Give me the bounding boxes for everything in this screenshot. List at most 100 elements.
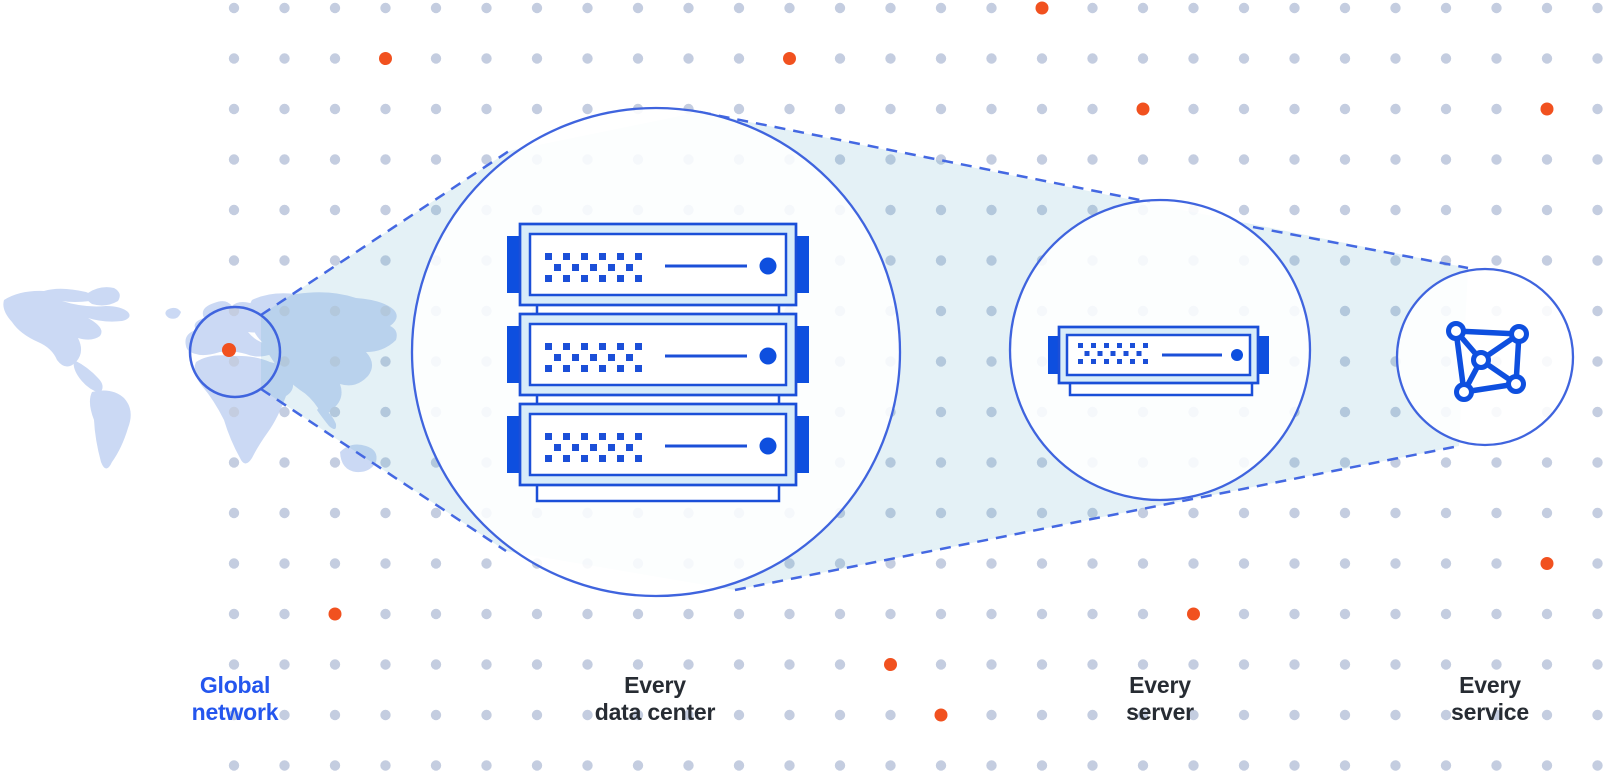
- server-ear-right: [795, 236, 809, 293]
- grid-dot: [1491, 103, 1502, 115]
- grid-dot: [986, 760, 997, 771]
- grid-dot: [1289, 558, 1300, 569]
- grid-dot: [1339, 2, 1351, 14]
- grid-dot: [935, 558, 947, 569]
- grid-dot: [1339, 659, 1351, 670]
- grid-dot: [1036, 659, 1048, 670]
- grid-dot: [1592, 406, 1603, 418]
- grid-dot: [834, 53, 846, 64]
- single-server: [1048, 325, 1269, 397]
- server-led-indicator: [759, 257, 777, 275]
- grid-dot: [582, 2, 593, 14]
- grid-dot: [683, 709, 694, 721]
- grid-dot: [1036, 608, 1048, 620]
- grid-dot: [935, 305, 947, 317]
- grid-dot: [1238, 53, 1250, 64]
- rack-base: [535, 482, 781, 503]
- grid-dot: [733, 53, 745, 64]
- grid-dot: [1491, 659, 1502, 670]
- grid-dot: [986, 255, 997, 266]
- grid-dot: [1592, 709, 1603, 721]
- grid-dot: [834, 154, 846, 165]
- accent-dot: [328, 607, 342, 621]
- grid-dot: [380, 659, 391, 670]
- grid-dot: [1592, 103, 1603, 115]
- grid-dot: [733, 103, 745, 115]
- accent-dot: [783, 52, 796, 65]
- grid-dot: [733, 2, 745, 14]
- accent-dot: [1035, 1, 1049, 15]
- grid-dot: [430, 507, 442, 519]
- grid-dot: [279, 154, 290, 165]
- server-faceplate: [528, 232, 788, 297]
- grid-dot: [1390, 406, 1401, 418]
- grid-dot: [1440, 558, 1452, 569]
- grid-dot: [430, 53, 442, 64]
- grid-dot: [986, 608, 997, 620]
- grid-dot: [1238, 709, 1250, 721]
- grid-dot: [784, 760, 795, 771]
- grid-dot: [430, 659, 442, 670]
- world-map: [3, 287, 397, 473]
- grid-dot: [935, 204, 947, 216]
- grid-dot: [1188, 2, 1199, 14]
- grid-dot: [885, 457, 896, 468]
- grid-dot: [1289, 608, 1300, 620]
- grid-dot: [1592, 204, 1603, 216]
- dashed-line-map-to-datacenter-top: [260, 149, 510, 317]
- label-global-network: Global network: [191, 672, 279, 726]
- grid-dot: [279, 709, 290, 721]
- server-led-indicator: [1231, 349, 1243, 361]
- grid-dot: [279, 457, 290, 468]
- grid-dot: [531, 709, 543, 721]
- grid-dot: [1188, 103, 1199, 115]
- grid-dot: [380, 2, 391, 14]
- grid-dot: [1491, 457, 1502, 468]
- grid-dot: [1137, 53, 1149, 64]
- grid-dot: [1491, 53, 1502, 64]
- grid-dot: [935, 255, 947, 266]
- grid-dot: [834, 608, 846, 620]
- grid-dot: [1188, 53, 1199, 64]
- grid-dot: [1289, 709, 1300, 721]
- grid-dot: [279, 356, 290, 367]
- grid-dot: [1339, 709, 1351, 721]
- grid-dot: [885, 709, 896, 721]
- grid-dot: [1592, 255, 1603, 266]
- grid-dot: [329, 659, 341, 670]
- grid-dot: [1137, 608, 1149, 620]
- grid-dot: [632, 608, 644, 620]
- grid-dot: [279, 53, 290, 64]
- grid-dot: [1491, 255, 1502, 266]
- grid-dot: [329, 507, 341, 519]
- grid-dot: [228, 558, 240, 569]
- grid-dot: [885, 204, 896, 216]
- grid-dot: [1339, 154, 1351, 165]
- grid-dot: [1339, 305, 1351, 317]
- label-every-server: Every server: [1126, 672, 1194, 726]
- grid-dot: [228, 103, 240, 115]
- label-every-data-center: Every data center: [594, 672, 716, 726]
- grid-dot: [1188, 709, 1199, 721]
- grid-dot: [279, 406, 290, 418]
- grid-dot: [1592, 356, 1603, 367]
- grid-dot: [1491, 154, 1502, 165]
- grid-dot: [228, 709, 240, 721]
- grid-dot: [1390, 204, 1401, 216]
- server-ear-left: [507, 326, 521, 383]
- server-ear-left: [1048, 336, 1060, 374]
- grid-dot: [582, 103, 593, 115]
- grid-dot: [885, 255, 896, 266]
- southeast-asia-landmass: [317, 406, 337, 430]
- grid-dot: [1188, 558, 1199, 569]
- grid-dot: [329, 255, 341, 266]
- grid-dot: [935, 608, 947, 620]
- mesh-node: [1506, 374, 1526, 394]
- grid-dot: [1390, 154, 1401, 165]
- grid-dot: [1036, 709, 1048, 721]
- grid-dot: [1238, 760, 1250, 771]
- grid-dot: [1339, 507, 1351, 519]
- grid-dot: [380, 709, 391, 721]
- grid-dot: [1238, 103, 1250, 115]
- grid-dot: [1289, 760, 1300, 771]
